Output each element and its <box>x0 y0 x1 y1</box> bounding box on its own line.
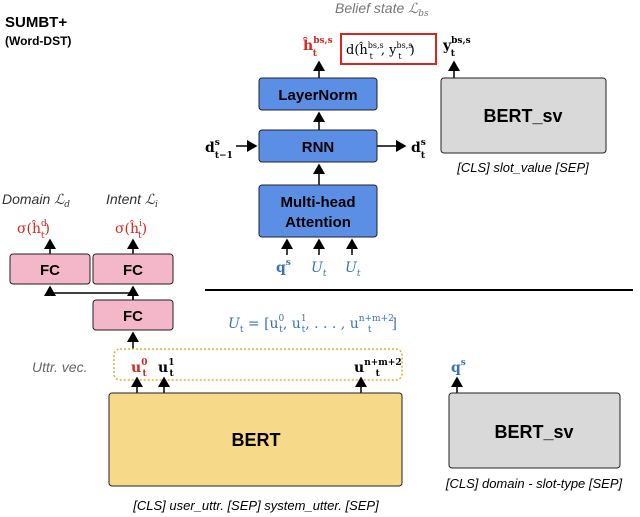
mha-line1: Multi-head <box>281 194 356 211</box>
layernorm-label: LayerNorm <box>278 87 357 104</box>
bert-label: BERT <box>232 430 281 450</box>
distance-box <box>340 33 437 65</box>
bert-sv-top-label: BERT_sv <box>483 106 562 126</box>
bert-sv-top-caption: [CLS] slot_value [SEP] <box>456 160 589 175</box>
fc-domain-box <box>9 253 91 285</box>
fc-shared-label: FC <box>123 308 143 325</box>
bert-caption: [CLS] user_uttr. [SEP] system_utter. [SE… <box>132 498 379 513</box>
domain-loss-label: Domain ℒd <box>2 191 70 210</box>
fc-intent-label: FC <box>123 262 143 279</box>
title-line1: SUMBT+ <box>5 14 67 31</box>
utterance-vector-box <box>113 348 403 381</box>
mha-line2: Attention <box>285 214 351 231</box>
belief-state-label: Belief state ℒbs <box>335 0 429 19</box>
fc-intent-box <box>92 253 174 285</box>
fc-domain-label: FC <box>40 262 60 279</box>
U-t-label-2: Ut <box>345 260 361 279</box>
bert-sv-bottom-label: BERT_sv <box>494 422 573 442</box>
connector-shared-to-domain <box>44 285 134 300</box>
q-s-label-top: qs <box>276 258 291 276</box>
q-s-label-bottom: qs <box>451 358 466 376</box>
bert-sv-bottom-box <box>448 392 621 469</box>
rnn-label: RNN <box>302 139 335 156</box>
intent-loss-label: Intent ℒi <box>106 191 158 210</box>
title-line2: (Word-DST) <box>5 34 71 48</box>
U-t-label-1: Ut <box>311 260 327 279</box>
bert-sv-top-box <box>440 77 607 154</box>
multihead-attention-box <box>258 184 378 238</box>
bert-box <box>108 392 403 487</box>
uttr-vec-label: Uttr. vec. <box>32 359 88 375</box>
bert-sv-bottom-caption: [CLS] domain - slot-type [SEP] <box>445 476 623 491</box>
layernorm-box <box>258 77 378 111</box>
fc-shared-box <box>92 299 174 331</box>
